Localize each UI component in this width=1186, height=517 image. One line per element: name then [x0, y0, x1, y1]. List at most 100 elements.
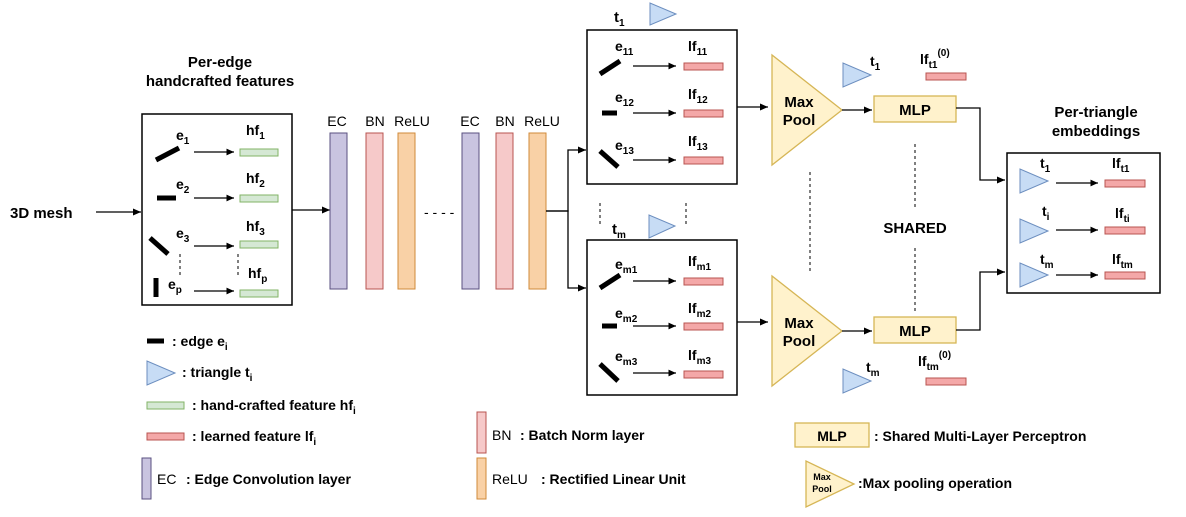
pool-legend-swatch — [805, 459, 856, 509]
svg-text:em3: em3 — [615, 348, 638, 368]
svg-text:t1: t1 — [614, 9, 625, 29]
triangle-icon — [842, 62, 873, 88]
svg-text:t1: t1 — [1040, 155, 1051, 175]
legend-edge: : edge ei — [172, 333, 228, 353]
relu-label-2: ReLU — [524, 113, 560, 129]
bottom-row-3: em3 lfm3 — [598, 347, 724, 383]
top-row-2: e12 lf12 — [602, 86, 724, 118]
legend-ec-text: : Edge Convolution layer — [186, 471, 351, 487]
svg-text:e11: e11 — [615, 38, 634, 58]
lf-feature-bar — [683, 277, 724, 286]
svg-text:lf13: lf13 — [688, 133, 708, 153]
mlp-label: MLP — [899, 102, 931, 119]
hf-feature-bar — [239, 148, 279, 157]
relu-legend-swatch — [476, 457, 487, 500]
hf-feature-bar — [239, 240, 279, 249]
legend-triangle: : triangle ti — [182, 364, 253, 384]
edge-icon — [598, 362, 620, 383]
triangle-icon — [648, 214, 677, 239]
svg-text:tm: tm — [612, 221, 626, 241]
svg-text:lf12: lf12 — [688, 86, 708, 106]
legend-pool-tag-line2: Pool — [812, 484, 832, 494]
legend-mlp-tag: MLP — [817, 428, 847, 444]
legend-mlp-text: : Shared Multi-Layer Perceptron — [874, 428, 1086, 444]
output-title-line1: Per-triangle — [1054, 104, 1137, 121]
svg-text:lfti: lfti — [1115, 205, 1130, 225]
svg-text:tm: tm — [866, 359, 880, 379]
input-label: 3D mesh — [10, 205, 73, 222]
edge-icon — [148, 236, 170, 256]
bottom-row-1: em1 lfm1 — [598, 253, 724, 291]
triangle-icon — [842, 368, 873, 394]
handcrafted-box — [141, 113, 293, 306]
svg-text:em2: em2 — [615, 305, 638, 325]
legend: : edge ei : triangle ti : hand-crafted f… — [141, 333, 1086, 509]
split-arrow-bottom — [546, 210, 586, 292]
ec-legend-swatch — [141, 457, 152, 500]
svg-text:ep: ep — [168, 276, 182, 296]
svg-text:lftm(0): lftm(0) — [918, 350, 951, 373]
edge-icon — [598, 272, 622, 291]
triangle-icon — [1019, 168, 1050, 194]
svg-text:hfp: hfp — [248, 265, 267, 285]
top-row-3: e13 lf13 — [598, 133, 724, 169]
ec-layer-1 — [329, 132, 348, 290]
svg-text:e12: e12 — [615, 89, 634, 109]
svg-text:hf3: hf3 — [246, 218, 265, 238]
layers-ellipsis: - - - - — [424, 204, 455, 220]
triangle-icon — [649, 2, 678, 26]
left-title-line2: handcrafted features — [146, 73, 294, 90]
edge-row-1: e1 hf1 — [154, 122, 279, 163]
mlp-block-top — [873, 95, 957, 123]
triangle-icon — [146, 360, 177, 386]
legend-pool-tag-line1: Max — [813, 472, 831, 482]
bn-legend-swatch — [476, 411, 487, 454]
bn-layer-1 — [365, 132, 384, 290]
output-row-2: ti lfti — [1019, 203, 1146, 244]
svg-text:lfm3: lfm3 — [688, 347, 711, 367]
svg-text:lftm: lftm — [1112, 251, 1133, 271]
output-row-3: tm lftm — [1019, 251, 1146, 288]
hf-feature-bar — [146, 401, 185, 410]
legend-relu-tag: ReLU — [492, 471, 528, 487]
edge-row-2: e2 hf2 — [157, 170, 279, 203]
svg-text:e13: e13 — [615, 137, 634, 157]
bn-label-2: BN — [495, 113, 514, 129]
mlp-label: MLP — [899, 323, 931, 340]
svg-text:tm: tm — [1040, 251, 1054, 271]
edge-icon — [598, 149, 620, 169]
shared-label: SHARED — [883, 220, 947, 237]
svg-text:hf2: hf2 — [246, 170, 265, 190]
edge-row-3: e3 hf3 — [148, 218, 279, 256]
lf-feature-bar — [683, 109, 724, 118]
mlp-legend-swatch — [794, 422, 870, 448]
legend-handcrafted: : hand-crafted feature hfi — [192, 397, 356, 417]
lf-feature-bar — [925, 377, 967, 386]
edge-row-p: ep hfp — [153, 265, 279, 298]
svg-text:lft1: lft1 — [1112, 155, 1130, 175]
bottom-triangle-box — [586, 239, 738, 396]
bn-layer-2 — [495, 132, 514, 290]
lf-feature-bar — [146, 432, 185, 441]
lf-feature-bar — [1104, 271, 1146, 280]
svg-text:lf11: lf11 — [688, 38, 708, 58]
legend-learned: : learned feature lfi — [192, 428, 316, 448]
svg-text:hf1: hf1 — [246, 122, 265, 142]
mlp-to-output-arrow-top — [956, 107, 1005, 184]
relu-layer-2 — [528, 132, 547, 290]
mlp-to-output-arrow-bottom — [956, 268, 1005, 331]
lf-feature-bar — [683, 156, 724, 165]
pool-label-line2: Pool — [783, 333, 816, 350]
svg-text:t1: t1 — [870, 53, 881, 73]
svg-text:e1: e1 — [176, 127, 190, 147]
bottom-row-2: em2 lfm2 — [602, 300, 724, 331]
svg-text:em1: em1 — [615, 256, 638, 276]
legend-bn-tag: BN — [492, 427, 511, 443]
mlp-block-bottom — [873, 316, 957, 344]
output-row-1: t1 lft1 — [1019, 155, 1146, 194]
left-title-line1: Per-edge — [188, 54, 252, 71]
triangle-icon — [1019, 262, 1050, 288]
svg-text:e3: e3 — [176, 225, 190, 245]
lf-feature-bar — [683, 322, 724, 331]
hf-feature-bar — [239, 194, 279, 203]
